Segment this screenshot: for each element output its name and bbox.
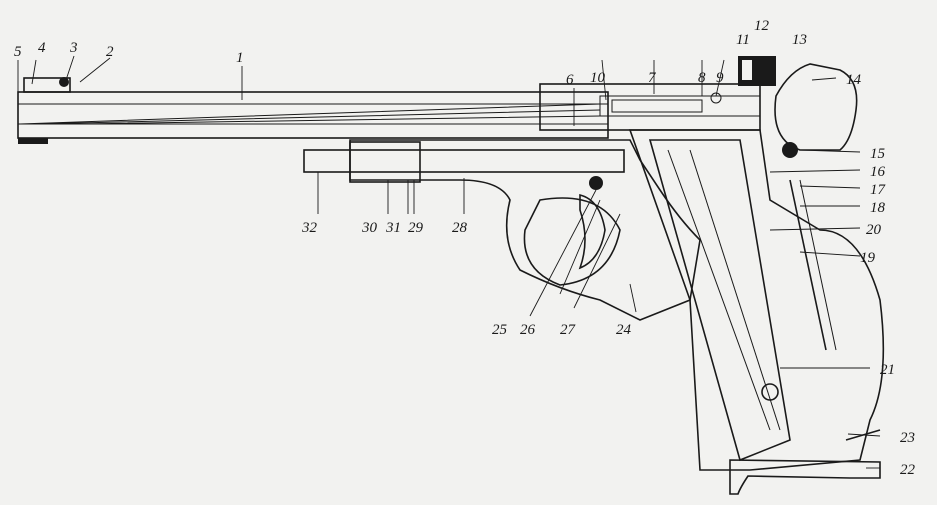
label-10: 10	[590, 70, 606, 86]
label-31: 31	[385, 220, 401, 236]
grip	[628, 129, 885, 471]
label-17: 17	[870, 182, 887, 198]
rear-sight	[738, 56, 776, 86]
label-9: 9	[716, 70, 724, 86]
breech-block	[539, 83, 761, 131]
trigger	[578, 176, 606, 270]
label-2: 2	[106, 44, 114, 60]
label-3: 3	[69, 40, 78, 56]
label-19: 19	[860, 250, 876, 266]
label-11: 11	[736, 32, 750, 48]
label-30: 30	[361, 220, 378, 236]
label-18: 18	[870, 200, 886, 216]
label-29: 29	[408, 220, 424, 236]
label-14: 14	[846, 72, 862, 88]
magazine-base	[729, 429, 881, 495]
front-sight	[23, 77, 71, 93]
label-5: 5	[14, 44, 22, 60]
label-1: 1	[236, 50, 244, 66]
label-27: 27	[560, 322, 577, 338]
recoil-rod	[303, 141, 625, 183]
label-22: 22	[900, 462, 916, 478]
frame	[349, 139, 701, 321]
label-24: 24	[616, 322, 632, 338]
label-16: 16	[870, 164, 886, 180]
hammer	[774, 63, 858, 158]
label-26: 26	[520, 322, 536, 338]
label-32: 32	[301, 220, 318, 236]
barrel	[17, 91, 609, 144]
label-4: 4	[38, 40, 46, 56]
leader-lines	[17, 55, 881, 469]
mainspring	[789, 179, 837, 351]
label-20: 20	[866, 222, 882, 238]
label-7: 7	[648, 70, 657, 86]
label-23: 23	[900, 430, 915, 446]
label-15: 15	[870, 146, 886, 162]
label-13: 13	[792, 32, 807, 48]
label-21: 21	[880, 362, 895, 378]
label-25: 25	[492, 322, 508, 338]
label-28: 28	[452, 220, 468, 236]
label-6: 6	[566, 72, 574, 88]
label-8: 8	[698, 70, 706, 86]
label-12: 12	[754, 18, 770, 34]
